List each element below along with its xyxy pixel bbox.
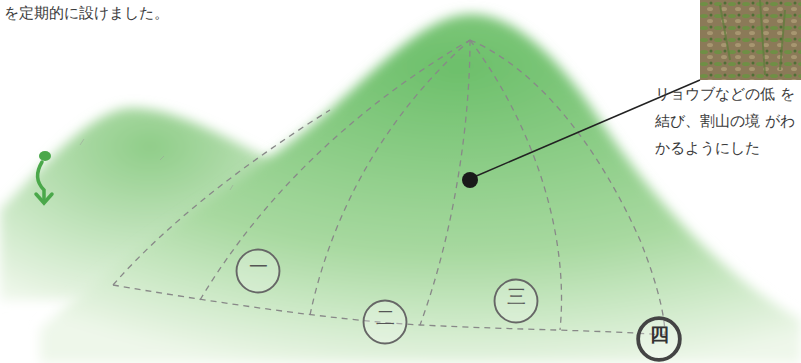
section-number-circle: 二: [361, 298, 409, 346]
section-number: 四: [635, 315, 683, 363]
section-number: 三: [492, 277, 540, 325]
note-text: を定期的に設けました。: [4, 0, 224, 27]
note-text: リョウブなどの低 を結び、割山の境 がわかるようにした: [655, 81, 797, 162]
section-number-circle: 一: [234, 247, 282, 295]
location-dot: [462, 172, 478, 188]
section-number-circle: 三: [492, 277, 540, 325]
forest-photo: [700, 0, 801, 80]
section-number: 一: [234, 247, 282, 295]
section-number: 二: [361, 298, 409, 346]
sprout-icon: [36, 162, 52, 203]
section-number-circle: 四: [635, 315, 683, 363]
